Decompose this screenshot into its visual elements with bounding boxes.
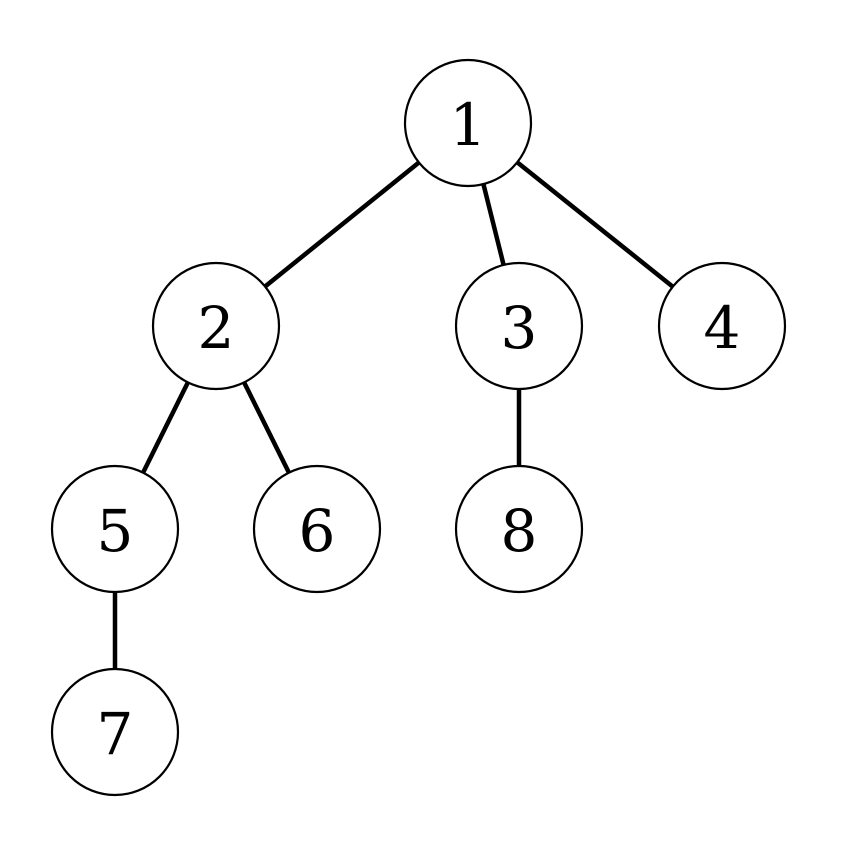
node-label: 5 — [97, 497, 134, 565]
node-circle — [403, 58, 533, 188]
tree-node-3: 3 — [454, 261, 584, 391]
tree-node-2: 2 — [151, 261, 281, 391]
tree-node-7: 7 — [50, 667, 180, 797]
node-label: 4 — [704, 294, 741, 362]
node-label: 6 — [299, 497, 336, 565]
tree-node-8: 8 — [454, 464, 584, 594]
node-circle — [454, 464, 584, 594]
node-circle — [151, 261, 281, 391]
node-label: 8 — [501, 497, 538, 565]
tree-node-4: 4 — [657, 261, 787, 391]
edge-1-3 — [481, 183, 506, 266]
node-circle — [50, 667, 180, 797]
edge-1-2 — [263, 160, 421, 289]
tree-node-6: 6 — [252, 464, 382, 594]
node-label: 3 — [501, 294, 538, 362]
node-circle — [657, 261, 787, 391]
node-circle — [50, 464, 180, 594]
edge-2-5 — [141, 381, 190, 474]
edge-2-6 — [242, 381, 291, 474]
node-circle — [454, 261, 584, 391]
tree-node-5: 5 — [50, 464, 180, 594]
tree-nodes: 1 2 3 4 5 6 7 8 — [50, 58, 787, 797]
tree-node-1: 1 — [403, 58, 533, 188]
node-label: 2 — [198, 294, 235, 362]
node-label: 7 — [97, 700, 134, 768]
node-circle — [252, 464, 382, 594]
node-label: 1 — [450, 91, 487, 159]
tree-edges — [112, 160, 675, 669]
edge-1-4 — [515, 160, 675, 289]
